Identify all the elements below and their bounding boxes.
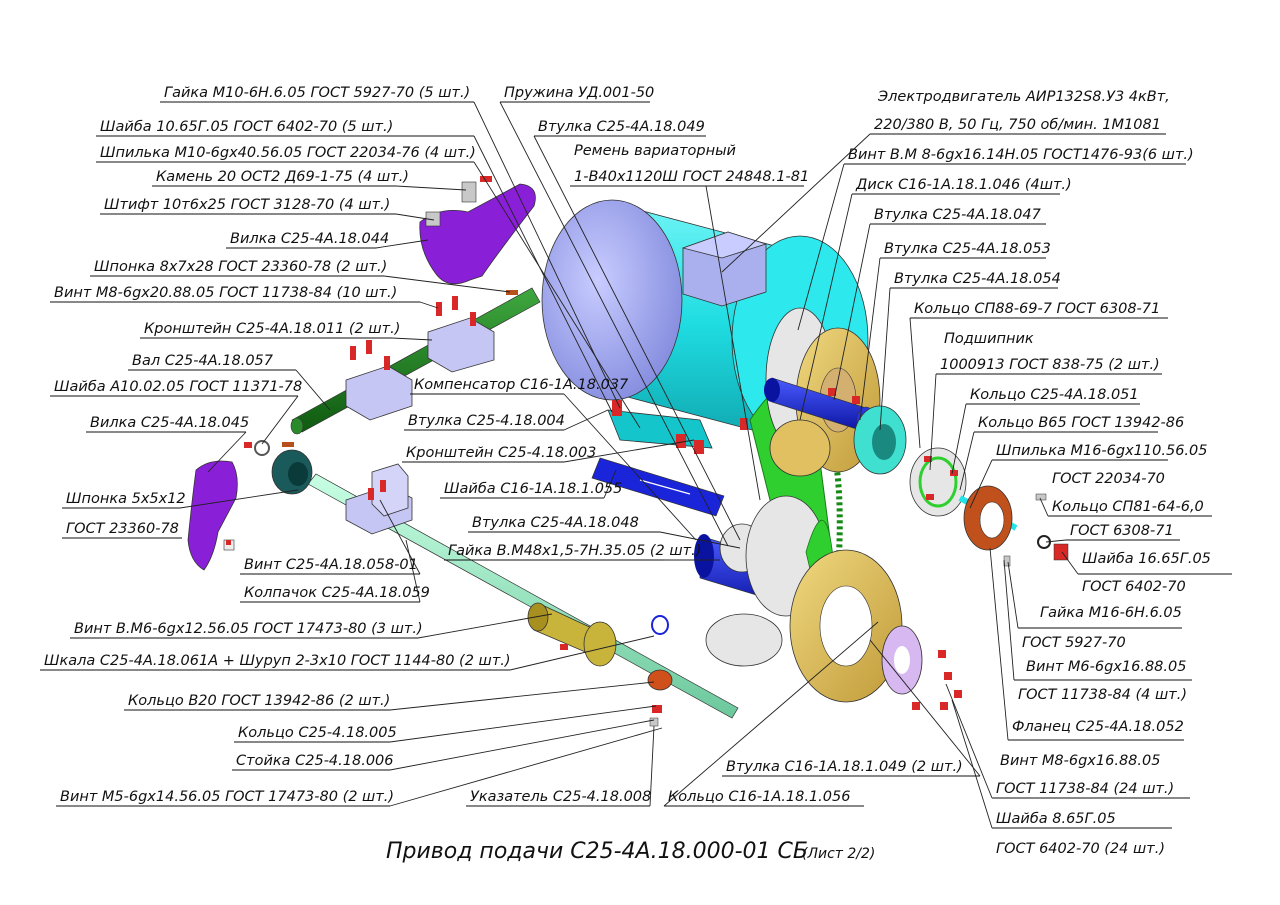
label-sleeve-1049: Втулка С16-1А.18.1.049 (2 шт.): [726, 759, 963, 775]
label-ring-sp88: Кольцо СП88-69-7 ГОСТ 6308-71: [914, 301, 1160, 317]
label-key-5x5x12: Шпонка 5х5х12: [66, 491, 186, 507]
label-screw-m6x16: Винт М6-6gx16.88.05: [1026, 659, 1186, 675]
label-washer-8: Шайба 8.65Г.05: [996, 811, 1116, 827]
label-washer-055: Шайба С16-1А.18.1.055: [444, 481, 622, 497]
label-ring-051: Кольцо С25-4А.18.051: [970, 387, 1139, 403]
label-belt-gost: 1-В40х1120Ш ГОСТ 24848.1-81: [574, 169, 809, 185]
label-stud-m16-gost: ГОСТ 22034-70: [1052, 471, 1165, 487]
labels: Гайка М10-6Н.6.05 ГОСТ 5927-70 (5 шт.) Ш…: [44, 85, 1211, 857]
label-spring: Пружина УД.001-50: [504, 85, 654, 101]
label-nut-m16-gost: ГОСТ 5927-70: [1022, 635, 1126, 651]
label-belt: Ремень вариаторный: [574, 143, 736, 159]
label-ring-b65: Кольцо В65 ГОСТ 13942-86: [978, 415, 1184, 431]
label-disk-046: Диск С16-1А.18.1.046 (4шт.): [855, 177, 1072, 193]
label-fork-045: Вилка С25-4А.18.045: [90, 415, 249, 431]
label-bearing: Подшипник: [944, 331, 1034, 347]
parts: [187, 176, 1069, 727]
label-ring-005: Кольцо С25-4.18.005: [238, 725, 397, 741]
label-nut-m10: Гайка М10-6Н.6.05 ГОСТ 5927-70 (5 шт.): [164, 85, 470, 101]
label-sleeve-054: Втулка С25-4А.18.054: [894, 271, 1061, 287]
label-screw-m8x16-gost: ГОСТ 11738-84 (24 шт.): [996, 781, 1174, 797]
lower-pulley: [694, 495, 962, 710]
label-washer-16-gost: ГОСТ 6402-70: [1082, 579, 1186, 595]
label-key-5x5x12-gost: ГОСТ 23360-78: [66, 521, 179, 537]
label-nut-m48: Гайка В.М48х1,5-7Н.35.05 (2 шт.): [448, 543, 701, 559]
label-ring-1056: Кольцо С16-1А.18.1.056: [668, 789, 850, 805]
label-stud-m16: Шпилька М16-6gx110.56.05: [996, 443, 1207, 459]
label-washer-10: Шайба 10.65Г.05 ГОСТ 6402-70 (5 шт.): [100, 119, 393, 135]
label-sleeve-048: Втулка С25-4А.18.048: [472, 515, 639, 531]
label-stand-006: Стойка С25-4.18.006: [236, 753, 394, 769]
label-screw-m5: Винт М5-6gx14.56.05 ГОСТ 17473-80 (2 шт.…: [60, 789, 394, 805]
label-washer-8-gost: ГОСТ 6402-70 (24 шт.): [996, 841, 1165, 857]
label-motor: Электродвигатель АИР132S8.У3 4кВт,: [877, 89, 1170, 105]
label-stud-m10: Шпилька М10-6gx40.56.05 ГОСТ 22034-76 (4…: [100, 145, 476, 161]
label-screw-m6x16-gost: ГОСТ 11738-84 (4 шт.): [1018, 687, 1187, 703]
label-shaft-057: Вал С25-4А.18.057: [132, 353, 274, 369]
drawing-title: Привод подачи С25-4А.18.000-01 СБ: [386, 839, 808, 864]
label-pin: Штифт 10т6х25 ГОСТ 3128-70 (4 шт.): [104, 197, 390, 213]
label-flange-052: Фланец С25-4А.18.052: [1012, 719, 1184, 735]
title-block: Привод подачи С25-4А.18.000-01 СБ (Лист …: [386, 839, 875, 864]
compensator-plate: [591, 457, 725, 517]
label-nut-m16: Гайка М16-6Н.6.05: [1040, 605, 1182, 621]
label-sleeve-047: Втулка С25-4А.18.047: [874, 207, 1042, 223]
label-ring-b20: Кольцо В20 ГОСТ 13942-86 (2 шт.): [128, 693, 390, 709]
label-bracket-011: Кронштейн С25-4А.18.011 (2 шт.): [144, 321, 400, 337]
sheet-number: (Лист 2/2): [802, 846, 875, 862]
label-screw-m8x16: Винт М8-6gx16.88.05: [1000, 753, 1160, 769]
label-screw-m8x16-14h: Винт В.М 8-6gx16.14Н.05 ГОСТ1476-93(6 шт…: [848, 147, 1194, 163]
label-scale-061a: Шкала С25-4А.18.061А + Шуруп 2-3х10 ГОСТ…: [44, 653, 511, 669]
label-stone: Камень 20 ОСТ2 Д69-1-75 (4 шт.): [156, 169, 409, 185]
label-key-8x7x28: Шпонка 8х7х28 ГОСТ 23360-78 (2 шт.): [94, 259, 387, 275]
label-sleeve-004: Втулка С25-4.18.004: [408, 413, 565, 429]
label-washer-a10: Шайба А10.02.05 ГОСТ 11371-78: [54, 379, 302, 395]
label-screw-058: Винт С25-4А.18.058-01: [244, 557, 418, 573]
label-bearing-gost: 1000913 ГОСТ 838-75 (2 шт.): [940, 357, 1160, 373]
label-motor-spec: 220/380 В, 50 Гц, 750 об/мин. 1М1081: [874, 117, 1161, 133]
label-screw-m8x20: Винт М8-6gx20.88.05 ГОСТ 11738-84 (10 шт…: [54, 285, 397, 301]
upper-shaft-assembly: [244, 176, 541, 456]
label-pointer-008: Указатель С25-4.18.008: [470, 789, 651, 805]
lower-fork: [187, 460, 238, 571]
label-screw-m6x12: Винт В.М6-6gx12.56.05 ГОСТ 17473-80 (3 ш…: [74, 621, 423, 637]
label-sleeve-053: Втулка С25-4А.18.053: [884, 241, 1051, 257]
label-fork-044: Вилка С25-4А.18.044: [230, 231, 389, 247]
label-ring-sp81: Кольцо СП81-64-6,0: [1052, 499, 1204, 515]
label-bracket-003: Кронштейн С25-4.18.003: [406, 445, 596, 461]
lower-shaft-assembly: [271, 449, 739, 727]
label-washer-16: Шайба 16.65Г.05: [1082, 551, 1211, 567]
label-cap-059: Колпачок С25-4А.18.059: [244, 585, 430, 601]
label-ring-sp81-gost: ГОСТ 6308-71: [1070, 523, 1174, 539]
label-compensator: Компенсатор С16-1А.18.037: [414, 377, 629, 393]
leader-lines: [40, 101, 1232, 829]
label-sleeve-049: Втулка С25-4А.18.049: [538, 119, 705, 135]
